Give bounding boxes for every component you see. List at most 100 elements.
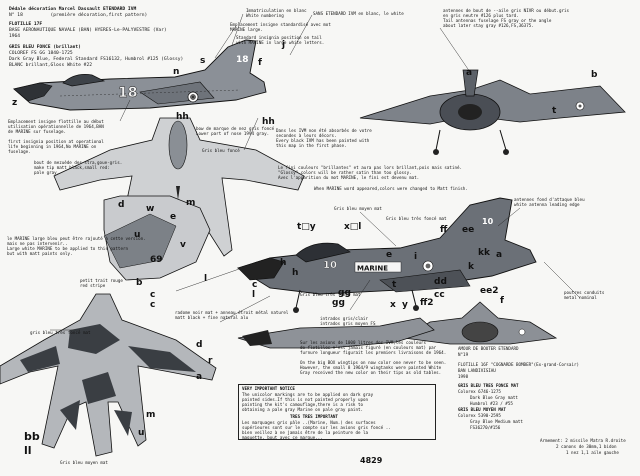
- note-gris-bleu-tres-fonce: Gris bleu très foncé mat: [386, 216, 447, 221]
- colors-line-4: BLANC brillant,Gloss White #22: [9, 63, 92, 68]
- right-a5: 1998: [458, 374, 469, 379]
- aircraft-side-left: [103, 195, 211, 281]
- note-brillants: Le fini couleurs "brillantes" et aura pa…: [278, 165, 463, 180]
- right-b1: GRIS BLEU TRES FONCE MAT: [458, 383, 519, 388]
- code-b-top: b: [591, 70, 598, 80]
- note-entourage: Emplacement insigne standardisé avec mot…: [230, 22, 331, 32]
- very-important-box: [238, 384, 436, 440]
- note-gris-bleu-tres-fonce-mat: Gris bleu très foncé mat: [300, 292, 361, 297]
- code-l-mid2: l: [252, 290, 256, 300]
- bottom-note-block-1: Sur les avions de 1000 litres des IVM,le…: [300, 340, 447, 375]
- sheet-number: 4829: [360, 456, 383, 465]
- code-ff: ff: [440, 225, 448, 235]
- note-antennes: antennes de bout de --aile gris NIVR ou …: [443, 8, 570, 28]
- code-c-mid: c: [150, 290, 156, 300]
- right-a2: N°19: [458, 352, 469, 357]
- aircraft-front-view-mid: [402, 301, 558, 345]
- code-h2-mid: h: [292, 268, 299, 278]
- tres-important-text: Les marquages gris pâle ..(Marine, Num.)…: [242, 420, 391, 440]
- header-line-4: BASE AERONAUTIQUE NAVALE (BAN) HYERES-Le…: [9, 28, 167, 33]
- very-important-text: The unicolor markings are to be applied …: [242, 392, 374, 412]
- code-hh-2: hh: [262, 117, 275, 127]
- note-intrados: intrados gris/clair intrados gris moyen …: [320, 316, 376, 326]
- code-ee: ee: [462, 225, 475, 235]
- code-ty: t□y: [297, 222, 316, 232]
- note-gris-bleu-moyen-mat: Gris bleu moyen mat: [60, 460, 108, 465]
- code-s: s: [200, 56, 206, 66]
- header-line-2: N° 18 (première décoration,first pattern…: [9, 13, 148, 18]
- code-ff2: ff2: [420, 298, 434, 308]
- code-gg-2: gg: [332, 298, 345, 308]
- right-b6: Colorex 5390-2595: [458, 413, 501, 418]
- code-d-low: d: [196, 340, 203, 350]
- code-l-mid: l: [204, 274, 208, 284]
- code-t: t: [552, 106, 557, 116]
- note-gris-bleu-moyen: Gris bleu moyen mat: [334, 206, 382, 211]
- header-line-5: 1964: [9, 34, 21, 39]
- right-b8: FS36270/#156: [470, 425, 501, 430]
- code-d-mid: d: [118, 200, 125, 210]
- armement-2: 2 canons de 30mm,1 bidon: [556, 444, 617, 449]
- code-r-low: r: [208, 356, 213, 366]
- colors-line-1: GRIS BLEU FONCE (brillant): [9, 45, 81, 50]
- header-line-3: FLOTILLE 17F: [9, 22, 43, 27]
- code-kk: kk: [478, 248, 490, 258]
- aircraft-profile-marine: [236, 197, 537, 313]
- code-k: k: [468, 262, 474, 272]
- note-dans-les: Dans les IVM non été absorbés de votre s…: [276, 128, 372, 148]
- note-bout: bout de mezuède des stra,goue-gris. make…: [34, 160, 123, 175]
- code-a-low: a: [196, 372, 203, 382]
- aircraft-bottom-camo-view: [0, 293, 217, 457]
- code-e-low: e: [386, 250, 393, 260]
- code-e-mid: e: [170, 212, 177, 222]
- code-c-low: c: [150, 300, 156, 310]
- right-b5: GRIS BLEU MOYEN MAT: [458, 407, 506, 412]
- aircraft-underside-right: [237, 317, 435, 349]
- code-u-mid: u: [134, 230, 141, 240]
- aircraft-front-view: [359, 69, 626, 155]
- code-u-low: u: [138, 428, 145, 438]
- right-b2: Colorex 6746-1275: [458, 389, 501, 394]
- note-marine-large: le MARINE large bleu peut être rajouté à…: [7, 236, 146, 256]
- code-ee2: ee2: [480, 286, 499, 296]
- tres-important-title: TRES TRES IMPORTANT: [290, 414, 338, 419]
- code-xl: x□l: [344, 222, 362, 232]
- code-dd: dd: [434, 277, 447, 287]
- colors-line-3: Dark Gray Blue, Federal Standard FS16132…: [9, 57, 184, 62]
- code-gg-1: gg: [338, 288, 351, 298]
- right-b3: Dark Blue Gray matt: [470, 395, 518, 400]
- code-b-mid: b: [136, 278, 143, 288]
- code-x-low: x: [390, 300, 396, 310]
- code-y-low: y: [402, 300, 408, 310]
- code-bb: bb: [24, 430, 40, 443]
- code-a-mid: a: [496, 250, 503, 260]
- code-c-mid2: c: [252, 280, 258, 290]
- code-j: j: [282, 40, 286, 50]
- side-69-marking: 69: [150, 255, 163, 265]
- right-a4: BAN LANDIVISIAU: [458, 368, 496, 373]
- note-first-insignia: first insignia position at operational l…: [8, 139, 104, 154]
- note-emplacement-orig: Emplacement insigne flottille au début u…: [8, 119, 104, 134]
- note-immatriculation: Immatriculation en blanc White numbering: [246, 8, 307, 18]
- code-m-low: m: [146, 410, 156, 420]
- code-n: n: [173, 67, 180, 77]
- code-h-mid: h: [280, 258, 287, 268]
- note-radome: radome noir mat + anneau étroit métal na…: [175, 310, 289, 320]
- note-gris-bleu-fonce-1: Gris bleu foncé: [202, 148, 240, 153]
- code-f-low: f: [500, 296, 504, 306]
- right-b4: Humbrol #23 / #55: [470, 401, 513, 406]
- note-bow: bow de marque de nez gris foncé Lower pa…: [196, 126, 275, 136]
- code-m-mid: m: [186, 198, 196, 208]
- code-t-low: t: [392, 280, 397, 290]
- right-b7: Gray Blue Medium matt: [470, 419, 523, 424]
- code-ll: ll: [24, 444, 32, 457]
- aircraft-profile-top: [13, 39, 267, 111]
- code-w-mid: w: [146, 204, 155, 214]
- armement-3: 1 nez 1,1 aile gauche: [566, 450, 619, 455]
- code-i-low: i: [414, 252, 418, 262]
- colors-line-2: COLOREF FS GG 1840-1725: [9, 51, 73, 56]
- note-when-marine: When MARINE word appeared,colors were ch…: [314, 186, 468, 191]
- code-cc: cc: [434, 290, 445, 300]
